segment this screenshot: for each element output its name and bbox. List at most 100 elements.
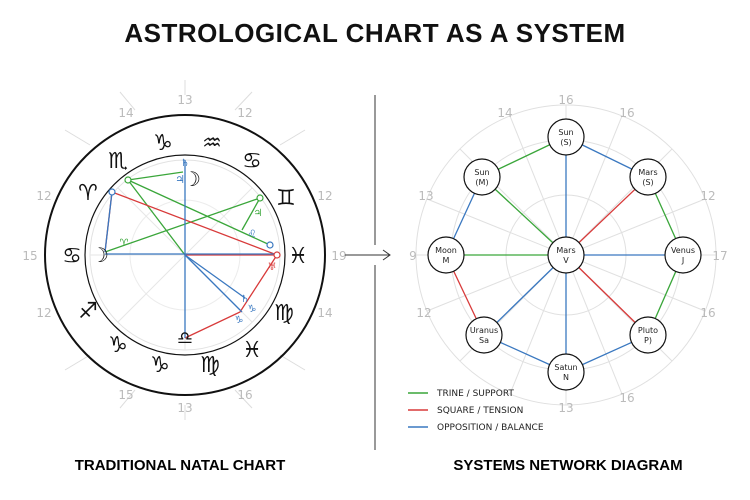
svg-text:V: V [563,256,569,265]
aspect-endpoints [108,176,281,259]
natal-number: 16 [237,388,252,402]
network-number: 16 [619,391,634,405]
network-number: 14 [497,106,512,120]
edge-square [565,254,649,336]
zodiac-sign-icon: ♊ [276,186,296,211]
svg-text:Sun: Sun [558,128,573,137]
edge-trine [481,176,567,256]
edge-opposition [483,254,567,336]
leo-icon: ♌ [248,229,257,240]
zodiac-sign-icon: ♐ [78,299,98,324]
node-moon: Moon M [427,236,465,274]
zodiac-sign-icon: ♑ [153,131,173,156]
natal-number: 12 [36,189,51,203]
legend-opposition-label: OPPOSITION / BALANCE [437,423,544,433]
network-number: 17 [712,249,727,263]
svg-text:(S): (S) [642,178,653,187]
network-number: 16 [558,93,573,107]
svg-text:M: M [443,256,450,265]
aspect-trine-line [127,179,186,256]
svg-text:J: J [681,256,684,265]
svg-text:Uranus: Uranus [470,326,498,335]
zodiac-sign-icon: ♓ [288,244,308,269]
edge-square [565,176,649,256]
aspect-opposition-line [104,191,113,253]
natal-number: 12 [237,106,252,120]
svg-text:Mars: Mars [556,246,575,255]
natal-number: 12 [317,189,332,203]
network-nodes: Sun (S) Mars (S) Venus J Pluto P) Satun [427,118,702,391]
node-uranus: Uranus Sa [465,316,503,354]
saturn-icon: ♄ [181,158,190,169]
zodiac-sign-icon: ♋ [242,149,262,174]
natal-sign-ring [84,154,286,356]
aspect-square-line [111,191,278,256]
svg-text:P): P) [644,336,652,345]
natal-outer-ring [44,114,326,396]
node-saturn: Satun N [547,353,585,391]
node-sun-m: Sun (M) [463,158,501,196]
zodiac-sign-icon: ♏ [108,149,128,174]
libra-icon: ♎ [177,328,193,349]
moon-icon: ☽ [183,167,201,191]
natal-number: 15 [118,388,133,402]
node-mars-v-center: Mars V [547,236,585,274]
legend: TRINE / SUPPORT SQUARE / TENSION OPPOSIT… [408,389,544,433]
aspect-trine-line [104,197,261,253]
network-number: 9 [409,249,417,263]
zodiac-sign-icon: ♓ [242,338,262,363]
jupiter-icon: ♃ [175,173,185,186]
svg-text:N: N [563,373,569,382]
network-number: 12 [700,189,715,203]
aspect-opposition-line [184,254,246,299]
node-venus: Venus J [664,236,702,274]
natal-number: 19 [331,249,346,263]
svg-text:Sa: Sa [479,336,489,345]
aspect-trine-line [127,179,271,246]
aspect-square-line [184,254,278,339]
legend-trine-label: TRINE / SUPPORT [436,389,514,399]
svg-text:Mars: Mars [638,168,657,177]
natal-number: 14 [317,306,332,320]
zodiac-sign-icon: ♋ [62,244,82,269]
natal-number: 12 [36,306,51,320]
node-sun-s: Sun (S) [547,118,585,156]
planet-glyphs: ♄ ☽ ♃ ♌ ♃ ♅ ♈ ☽ ♄ ♑ ♑ ♎ [91,158,276,349]
moon-icon: ☽ [91,243,109,267]
aspect-trine-line [127,171,184,181]
page-title: ASTROLOGICAL CHART AS A SYSTEM [124,18,626,48]
network-numbers: 16 16 12 17 16 16 13 13 12 9 13 14 [409,93,727,415]
node-mars-s: Mars (S) [629,158,667,196]
svg-text:(M): (M) [475,178,488,187]
natal-aspect-lines [104,160,278,339]
svg-text:Venus: Venus [671,246,695,255]
svg-text:(S): (S) [560,138,571,147]
aspect-opposition-line [184,254,243,313]
legend-square-label: SQUARE / TENSION [437,406,523,416]
natal-outer-grid [64,80,306,420]
natal-house-numbers: 13 12 12 19 14 16 13 15 12 15 12 14 [22,93,346,415]
uranus-icon: ♅ [268,262,277,273]
natal-number: 13 [177,401,192,415]
jupiter-icon: ♃ [254,208,263,219]
left-caption: TRADITIONAL NATAL CHART [75,457,286,474]
node-pluto: Pluto P) [629,316,667,354]
natal-number: 14 [118,106,133,120]
zodiac-signs: ♑ ♒ ♋ ♊ ♓ ♍ ♓ ♍ ♑ ♑ ♐ ♋ ♈ ♏ [62,131,308,378]
capricorn-icon: ♑ [248,304,257,315]
network-number: 12 [416,306,431,320]
zodiac-sign-icon: ♍ [200,353,220,378]
zodiac-sign-icon: ♒ [202,131,222,156]
network-number: 13 [558,401,573,415]
zodiac-sign-icon: ♑ [108,333,128,358]
natal-chart: 13 12 12 19 14 16 13 15 12 15 12 14 ♑ ♒ … [22,80,347,420]
natal-number: 15 [22,249,37,263]
svg-text:Moon: Moon [435,246,457,255]
natal-number: 13 [177,93,192,107]
svg-text:Sun: Sun [474,168,489,177]
zodiac-sign-icon: ♈ [78,181,98,206]
aspect-trine-line [241,197,261,231]
network-number: 16 [700,306,715,320]
zodiac-sign-icon: ♑ [150,353,170,378]
